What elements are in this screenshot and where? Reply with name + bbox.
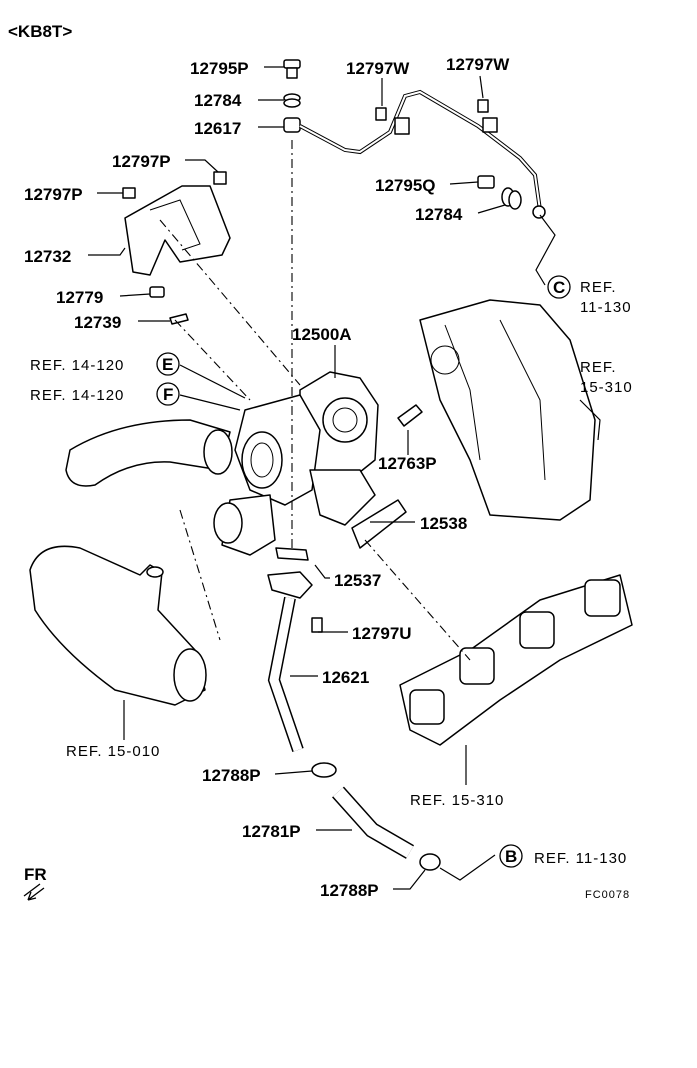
clamp-12788P-bottom	[419, 853, 441, 871]
label-12779: 12779	[56, 288, 103, 307]
label-12763P: 12763P	[378, 454, 437, 473]
label-12621: 12621	[322, 668, 369, 687]
heat-shield-12732	[122, 171, 231, 276]
circle-marker-b: B	[499, 844, 523, 868]
manifold-heat-cover-ref-15-310	[419, 299, 596, 521]
intake-hose	[65, 419, 233, 487]
svg-text:E: E	[162, 355, 173, 374]
label-12797P-b: 12797P	[24, 185, 83, 204]
bolt-12797W-a	[375, 107, 387, 121]
ref-c-line2: 11-130	[580, 299, 632, 316]
svg-text:FR: FR	[24, 865, 47, 884]
washer-12784-top	[283, 93, 301, 108]
label-12795P: 12795P	[190, 59, 249, 78]
model-header: <KB8T>	[8, 22, 72, 41]
intake-pipe-ref-15-010	[29, 545, 207, 706]
ref-f: REF. 14-120	[30, 387, 124, 404]
label-12500A: 12500A	[292, 325, 352, 344]
label-12739: 12739	[74, 313, 121, 332]
ref-15-310-lower: REF. 15-310	[410, 792, 504, 809]
label-12797P-a: 12797P	[112, 152, 171, 171]
label-12797W-a: 12797W	[346, 59, 410, 78]
spring-pin-12739	[169, 313, 189, 325]
ref-e: REF. 14-120	[30, 357, 124, 374]
svg-text:F: F	[163, 385, 173, 404]
washer-12784-right	[501, 187, 522, 210]
front-direction-indicator: FR	[23, 865, 47, 901]
label-12788P-top: 12788P	[202, 766, 261, 785]
banjo-fitting-12617	[283, 117, 301, 133]
label-12797W-b: 12797W	[446, 55, 510, 74]
ref-15-310-upper-line2: 15-310	[580, 379, 633, 396]
turbocharger-12500A	[213, 371, 379, 556]
label-12781P: 12781P	[242, 822, 301, 841]
ref-15-310-upper-line1: REF.	[580, 359, 617, 376]
label-12784-right: 12784	[415, 205, 463, 224]
bolt-12797W-b	[477, 99, 489, 113]
label-12797U: 12797U	[352, 624, 412, 643]
oil-return-pipe-12621	[267, 571, 313, 752]
label-12538: 12538	[420, 514, 467, 533]
ref-c-line1: REF.	[580, 279, 617, 296]
gasket-12537	[275, 547, 309, 561]
ref-15-010: REF. 15-010	[66, 743, 160, 760]
label-12537: 12537	[334, 571, 381, 590]
exhaust-manifold-ref-15-310	[399, 574, 633, 746]
label-12617: 12617	[194, 119, 241, 138]
label-12732: 12732	[24, 247, 71, 266]
label-12784-top: 12784	[194, 91, 242, 110]
clamp-12788P-top	[311, 762, 337, 778]
fitting-12795Q	[477, 175, 495, 189]
circle-marker-f: F	[156, 382, 180, 406]
ref-b: REF. 11-130	[534, 850, 627, 867]
stud-12779	[149, 286, 165, 298]
circle-marker-e: E	[156, 352, 180, 376]
gasket-12538	[351, 499, 407, 549]
label-12788P-bottom: 12788P	[320, 881, 379, 900]
stud-12763P	[397, 404, 423, 427]
leader-lines	[88, 66, 601, 890]
figure-code: FC0078	[585, 889, 630, 901]
label-12795Q: 12795Q	[375, 176, 436, 195]
circle-marker-c: C	[547, 275, 571, 299]
bolt-12797U	[311, 617, 323, 633]
svg-text:C: C	[553, 278, 565, 297]
bolt-12795P	[283, 59, 301, 79]
svg-text:B: B	[505, 847, 517, 866]
